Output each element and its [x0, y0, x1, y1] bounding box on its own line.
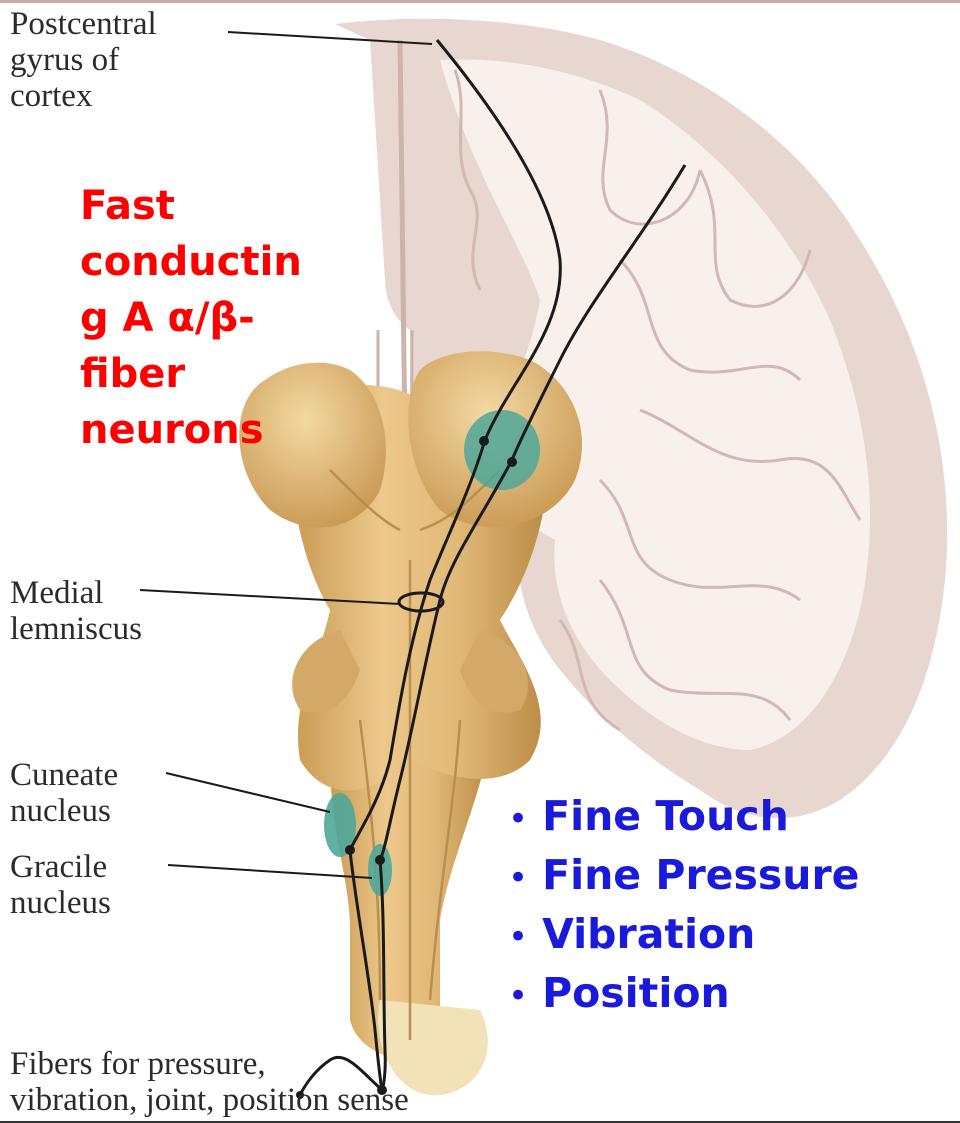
label-line: Postcentral: [10, 6, 157, 42]
label-line: nucleus: [10, 793, 118, 829]
label-fibers: Fibers for pressure, vibration, joint, p…: [10, 1046, 409, 1118]
modality-item: Position: [508, 965, 860, 1024]
fiber-type-line: Fast: [80, 178, 302, 234]
label-cuneate-nucleus: Cuneate nucleus: [10, 757, 118, 829]
fiber-type-callout: Fast conductin g A α/β- fiber neurons: [80, 178, 302, 458]
label-line: Gracile: [10, 849, 111, 885]
label-line: vibration, joint, position sense: [10, 1082, 409, 1118]
label-medial-lemniscus: Medial lemniscus: [10, 575, 142, 647]
fiber-type-line: g A α/β-: [80, 290, 302, 346]
label-postcentral-gyrus: Postcentral gyrus of cortex: [10, 6, 157, 114]
fiber-type-line: fiber: [80, 346, 302, 402]
label-line: nucleus: [10, 885, 111, 921]
label-gracile-nucleus: Gracile nucleus: [10, 849, 111, 921]
label-line: Medial: [10, 575, 142, 611]
label-line: Fibers for pressure,: [10, 1046, 409, 1082]
modality-item: Fine Pressure: [508, 847, 860, 906]
modality-item: Fine Touch: [508, 788, 860, 847]
modality-list: Fine Touch Fine Pressure Vibration Posit…: [508, 788, 860, 1024]
modality-item: Vibration: [508, 906, 860, 965]
label-line: lemniscus: [10, 611, 142, 647]
fiber-type-line: conductin: [80, 234, 302, 290]
fiber-type-line: neurons: [80, 402, 302, 458]
label-line: gyrus of: [10, 42, 157, 78]
label-line: Cuneate: [10, 757, 118, 793]
label-line: cortex: [10, 78, 157, 114]
